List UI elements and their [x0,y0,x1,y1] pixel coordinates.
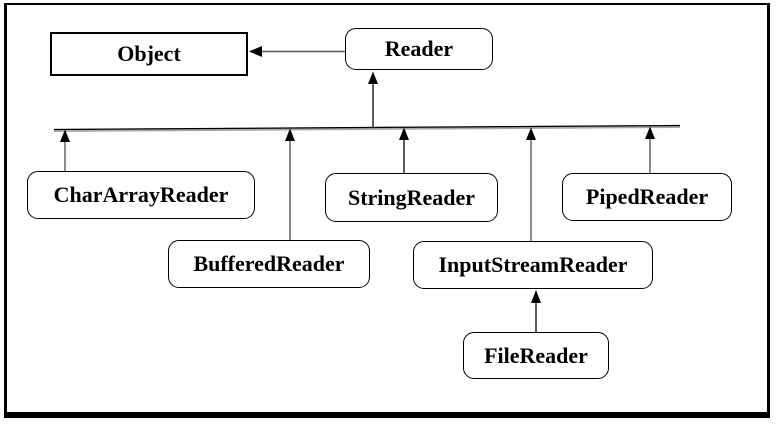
node-label: PipedReader [585,184,709,209]
node-object: Object [50,32,248,76]
node-label: FileReader [484,342,588,368]
node-label: BufferedReader [193,251,345,276]
node-label: Object [117,41,181,66]
edge-file-reader [531,290,541,332]
hierarchy-bar [53,124,681,132]
edge-string-reader [399,127,409,173]
edge-bus-to-reader [368,71,378,128]
edge-piped-reader [645,126,655,173]
edge-reader-to-object [249,46,345,57]
node-piped-reader: PipedReader [562,173,732,221]
edge-buffered-reader [285,128,295,240]
node-label: StringReader [347,184,476,210]
node-char-array-reader: CharArrayReader [27,171,255,219]
node-file-reader: FileReader [463,332,609,379]
node-input-stream-reader: InputStreamReader [413,241,653,289]
node-label: CharArrayReader [53,182,229,207]
node-label: InputStreamReader [438,252,628,277]
node-string-reader: StringReader [325,173,498,222]
edge-char-array-reader [60,129,70,171]
node-reader: Reader [345,28,493,70]
node-buffered-reader: BufferedReader [168,240,370,288]
edge-input-stream-reader [526,127,536,241]
node-label: Reader [384,36,454,61]
outer-frame [4,3,770,418]
